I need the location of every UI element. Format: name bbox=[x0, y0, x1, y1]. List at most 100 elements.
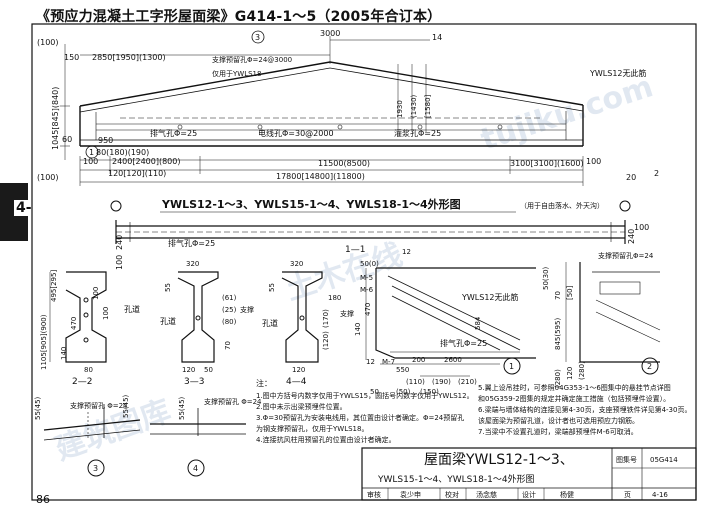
main-figure-title: YWLS12-1～3、YWLS15-1～4、YWLS18-1～4外形图 bbox=[161, 197, 461, 211]
elev-note-right: YWLS12无此筋 bbox=[589, 68, 647, 78]
detail-4-dim: 55(45) bbox=[178, 396, 186, 420]
elev-dim-top-left: (100) bbox=[37, 38, 59, 47]
section-1-1-dim-550: 550 bbox=[396, 366, 409, 374]
notes-heading: 注： bbox=[256, 378, 272, 388]
section-2-2-dim-80: 80 bbox=[84, 366, 93, 374]
section-1-1-dim-200: 200 bbox=[412, 356, 425, 364]
section-2-2-hole: 孔道 bbox=[124, 304, 140, 314]
elev-dim-14: 14 bbox=[432, 33, 442, 42]
end-detail-2-drawing bbox=[565, 262, 661, 375]
section-1-1-drawing bbox=[365, 267, 536, 377]
elev-grout-hole: 灌浆孔Φ=25 bbox=[394, 128, 441, 138]
title-block bbox=[361, 447, 697, 501]
section-1-1-mark-12: 12 bbox=[402, 248, 411, 256]
section-1-1-dim-m7: M-7 bbox=[382, 358, 395, 366]
section-1-1-mark-m6: M-6 bbox=[360, 286, 374, 294]
elev-dim-11500: 11500(8500) bbox=[318, 159, 370, 168]
elev-dim-80: 80(180)(190) bbox=[96, 148, 149, 157]
title-block-design-name: 杨健 bbox=[560, 490, 574, 499]
note-5: 5.翼上设吊挂时，可参照04G353-1～6图集中的悬挂节点详图 bbox=[478, 383, 671, 392]
end-detail-dim-845: 845(595) bbox=[554, 318, 562, 350]
elev-height-1580: [1580] bbox=[424, 94, 432, 118]
section-2-2-dim-100b: 100 bbox=[102, 307, 110, 320]
beam-plan-view bbox=[110, 200, 631, 244]
title-block-review-label: 审核 bbox=[367, 490, 381, 499]
detail-3-label: 支撑预留孔 Φ=24 bbox=[70, 401, 128, 410]
section-1-1-dim-110: (110) bbox=[406, 378, 425, 386]
section-3-3-drawing bbox=[177, 271, 219, 363]
elev-dim-950: 950 bbox=[98, 136, 113, 145]
section-3-3-dim-55: 55 bbox=[164, 283, 172, 292]
elev-note-ywls18: 仅用于YWLS18 bbox=[212, 69, 261, 78]
title-block-atlas-value: 05G414 bbox=[650, 456, 678, 464]
note-6: 6.梁端与墙体结构的连接见第4-30页，支座预埋铁件详见第4-30页。 bbox=[478, 405, 691, 414]
elev-label-20: 20 bbox=[626, 173, 636, 182]
section-3-3-dim-120: 120 bbox=[182, 366, 195, 374]
section-4-4-dim-120: 120 bbox=[292, 366, 305, 374]
detail-3-drawing bbox=[43, 404, 141, 477]
section-1-1-dim-50b: (50) bbox=[396, 388, 411, 396]
beam-elevation bbox=[60, 36, 584, 186]
callout-3-label: 3 bbox=[255, 33, 260, 42]
title-block-atlas-label: 图集号 bbox=[616, 455, 637, 464]
section-2-2-label: 2—2 bbox=[72, 377, 92, 387]
section-3-3-dim-61: (61) bbox=[222, 294, 237, 302]
section-4-4-dim-55: 55 bbox=[268, 283, 276, 292]
end-detail-dim-280: (280) bbox=[554, 369, 562, 388]
elev-dim-100-right: 100 bbox=[586, 157, 601, 166]
elev-dim-bottom-left: (100) bbox=[37, 173, 59, 182]
detail-4-label: 支撑预留孔 Φ=24 bbox=[204, 397, 262, 406]
section-3-3-hole: 孔道 bbox=[160, 316, 176, 326]
note-7: 7.当梁中不设置孔道时，梁端部预埋件M-6可取消。 bbox=[478, 427, 638, 436]
section-4-4-drawing bbox=[281, 271, 323, 363]
section-1-1-label: 1—1 bbox=[345, 245, 365, 255]
section-4-4-label: 4—4 bbox=[286, 377, 307, 387]
section-1-1-dim-470: 470 bbox=[364, 303, 372, 316]
callout-circle-3 bbox=[251, 30, 265, 44]
section-1-1-dim-190: (190) bbox=[432, 378, 451, 386]
title-block-review-name: 袁少申 bbox=[400, 490, 421, 499]
end-detail-dim-70: 70 bbox=[554, 291, 562, 300]
document-header: 《预应力混凝土工字形屋面梁》G414-1～5（2005年合订本） bbox=[36, 9, 442, 25]
section-1-1-dim-2600: 2600 bbox=[444, 356, 462, 364]
callout-1-label: 1 bbox=[89, 148, 94, 157]
section-4-4-dim-180: 180 bbox=[328, 294, 341, 302]
elev-dim-150: 150 bbox=[64, 53, 79, 62]
section-4-4-dim-170: (170) bbox=[322, 309, 330, 328]
title-block-check-name: 汤念慈 bbox=[476, 490, 497, 499]
elev-dim-100-left: 100 bbox=[83, 157, 98, 166]
section-3-3-dim-70: 70 bbox=[224, 341, 232, 350]
note-1: 1.图中方括号内数字仅用于YWLS15，圆括号内数字仅用于YWLS12。 bbox=[256, 391, 474, 400]
section-4-4-side: 支撑 bbox=[340, 309, 354, 318]
section-1-1-mark-m5: M-5 bbox=[360, 274, 373, 282]
plan-dim-100-right: 100 bbox=[634, 223, 649, 232]
section-1-1-vent: 排气孔Φ=25 bbox=[440, 338, 487, 348]
elev-dim-height: 1045[845](840) bbox=[51, 87, 60, 150]
end-detail-dim-120: 120 bbox=[566, 367, 574, 380]
end-detail-dim-50: [50] bbox=[566, 285, 574, 300]
elev-note-brace-hole: 支撑预留孔Φ=24@3000 bbox=[212, 55, 292, 64]
end-detail-dim-280b: (280) bbox=[578, 361, 586, 380]
detail-4-circle: 4 bbox=[193, 464, 198, 473]
section-1-1-mark-50: 50(0) bbox=[360, 260, 379, 268]
elev-dim-2400: 2400[2400](800) bbox=[112, 157, 180, 166]
section-3-3-dim-80: (80) bbox=[222, 318, 237, 326]
title-block-line2: YWLS15-1～4、YWLS18-1～4外形图 bbox=[377, 473, 535, 485]
note-6b: 该屋面梁为预留孔道，设计者也可选用预应力钢筋。 bbox=[478, 416, 639, 425]
section-2-2-dim-top: 495[295] bbox=[50, 270, 58, 302]
note-3b: 为钢支撑预留孔，仅用于YWLS18。 bbox=[256, 424, 368, 433]
main-figure-note: （用于自由落水、外天沟） bbox=[520, 201, 604, 210]
section-1-1-circle: 1 bbox=[509, 362, 514, 371]
section-3-3-label: 3—3 bbox=[184, 377, 204, 387]
note-2: 2.图中未示出梁预埋件位置。 bbox=[256, 402, 347, 411]
title-block-design-label: 设计 bbox=[522, 490, 536, 499]
side-tab-label: 4- bbox=[14, 200, 34, 216]
title-block-line1: 屋面梁YWLS12-1～3、 bbox=[424, 452, 574, 468]
elev-label-2: 2 bbox=[654, 169, 659, 178]
detail-3-dim-a: 55(45) bbox=[34, 396, 42, 420]
end-detail-dim-50-30: 50(30) bbox=[542, 266, 550, 290]
detail-3-circle: 3 bbox=[93, 464, 98, 473]
title-block-page-label: 页 bbox=[624, 491, 631, 499]
detail-4-drawing bbox=[150, 408, 246, 477]
